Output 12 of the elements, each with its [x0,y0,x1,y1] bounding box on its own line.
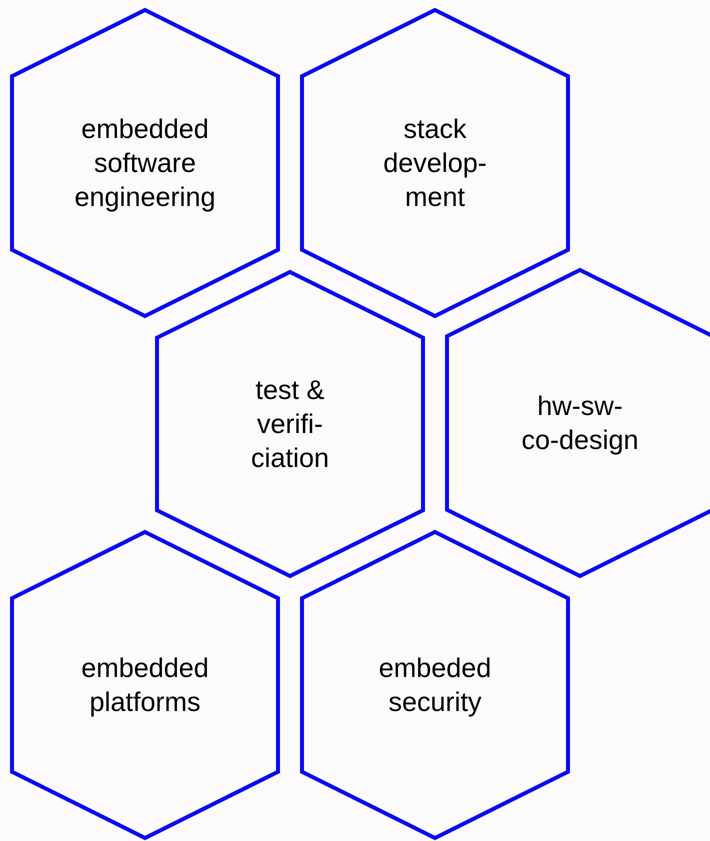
hexagon-shape [300,8,570,318]
hexagon-label: embedded software engineering [73,112,217,214]
hexagon-shape [10,8,280,318]
hexagon-label: stack develop- ment [382,112,488,214]
hexagon-shape [300,530,570,840]
hexagon-shape [155,270,425,578]
hexagon-shape [10,530,280,840]
hexagon-label: test & verifi- ciation [250,374,330,475]
hexagon-label: embedded platforms [80,652,210,719]
hexagon-shape [445,268,710,578]
hexagon-label: embeded security [378,652,492,719]
hexagon-label: hw-sw- co-design [520,390,640,457]
